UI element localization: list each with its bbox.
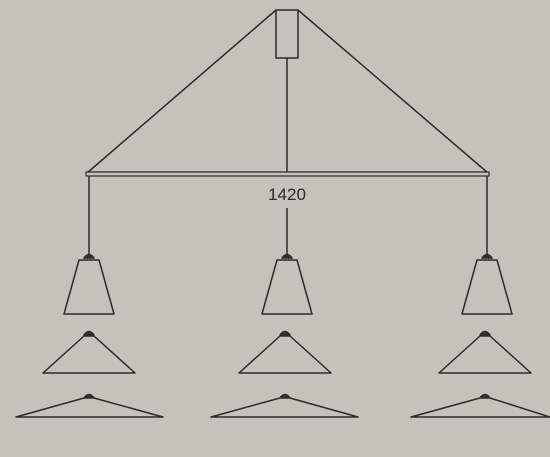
shade-cap [279,330,291,336]
wide-shade-left [15,397,164,418]
wide-shade-right [410,397,550,418]
shade-cap [281,253,293,259]
medium-shade-center [238,335,332,374]
tall-shade-right [461,259,513,315]
shade-cap [479,330,491,336]
tall-shade-center [261,259,313,315]
tall-shade-left [63,259,115,315]
shade-cap [481,253,493,259]
suspension-cable-right [297,9,489,174]
shade-row-wide [15,393,550,418]
medium-shade-right [438,335,532,374]
medium-shade-left [42,335,136,374]
horizontal-bar [85,171,490,177]
suspension-cable-left [86,9,277,174]
dimension-label: 1420 [237,184,337,206]
shade-row-tall [63,253,513,315]
shade-cap [83,253,95,259]
shade-cap [83,330,95,336]
wide-shade-center [210,397,359,418]
shade-row-medium [42,330,532,374]
ceiling-canopy [275,9,299,59]
